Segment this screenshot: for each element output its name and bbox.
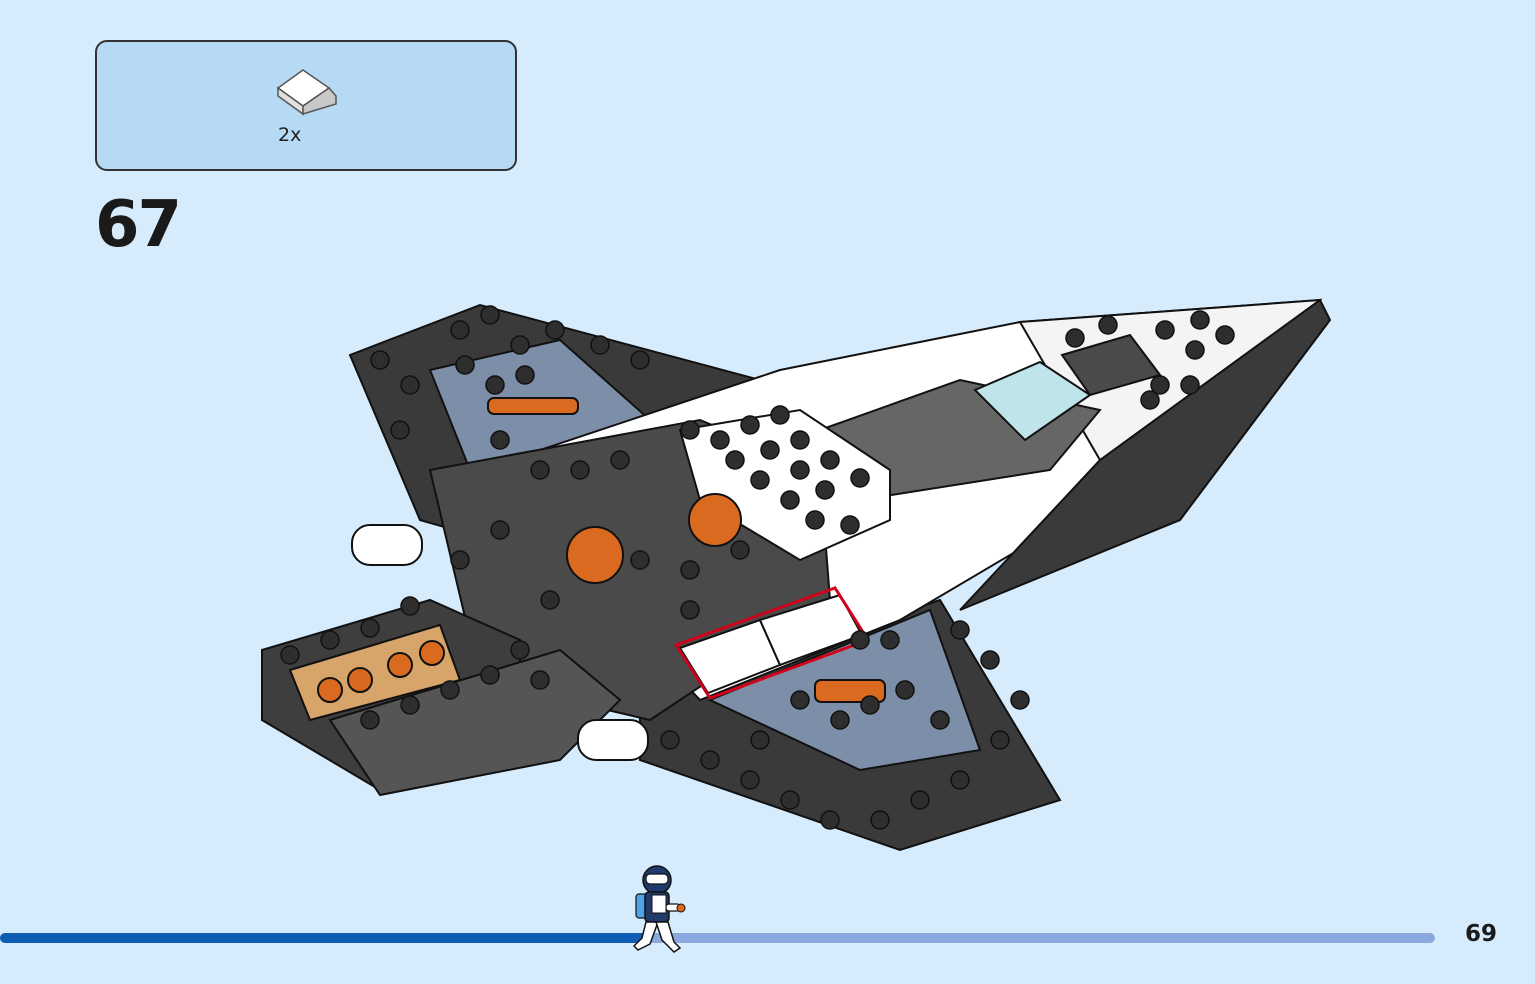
white-slope-brick-icon — [276, 69, 337, 116]
astronaut-progress-marker-icon — [632, 865, 686, 953]
part-quantity: 2x — [278, 124, 302, 146]
step-number: 67 — [95, 188, 182, 262]
build-progress-bar — [0, 933, 1435, 943]
build-progress-fill — [0, 933, 646, 943]
page-number: 69 — [1465, 921, 1498, 947]
spaceship-build-illustration — [261, 298, 1332, 852]
